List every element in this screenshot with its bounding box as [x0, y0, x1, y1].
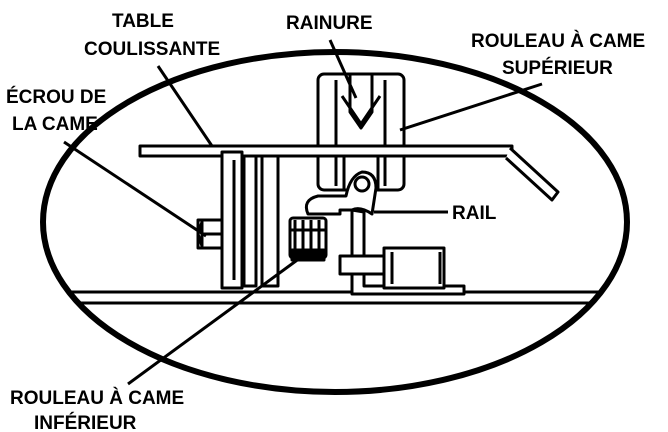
label-table-line2: COULISSANTE [84, 39, 220, 60]
leader-lower-roller [127, 256, 301, 386]
leader-ecrou [63, 140, 207, 238]
leader-rainure [328, 39, 358, 99]
leader-lines [63, 39, 543, 386]
label-lower-roller-line2: INFÉRIEUR [34, 412, 137, 432]
rail-bracket [304, 170, 466, 296]
right-bolt-block [338, 246, 446, 290]
leader-upper-roller [399, 82, 543, 132]
label-lower-roller-line1: ROULEAU À CAME [10, 387, 184, 409]
labels: TABLE COULISSANTE RAINURE ROULEAU À CAME… [6, 11, 645, 432]
mechanism [43, 72, 627, 305]
leader-table [156, 65, 214, 147]
label-rainure: RAINURE [286, 13, 373, 34]
label-upper-roller-line1: ROULEAU À CAME [471, 30, 645, 52]
support-plates [220, 150, 280, 290]
label-table-line1: TABLE [112, 11, 174, 32]
label-rail: RAIL [452, 203, 497, 224]
sliding-table-plate [138, 144, 560, 202]
upper-cam-roller [316, 72, 406, 192]
lower-cam-roller [288, 216, 328, 262]
label-ecrou-line1: ÉCROU DE [6, 86, 106, 108]
label-upper-roller-line2: SUPÉRIEUR [502, 57, 613, 79]
label-ecrou-line2: LA CAME [12, 114, 98, 135]
